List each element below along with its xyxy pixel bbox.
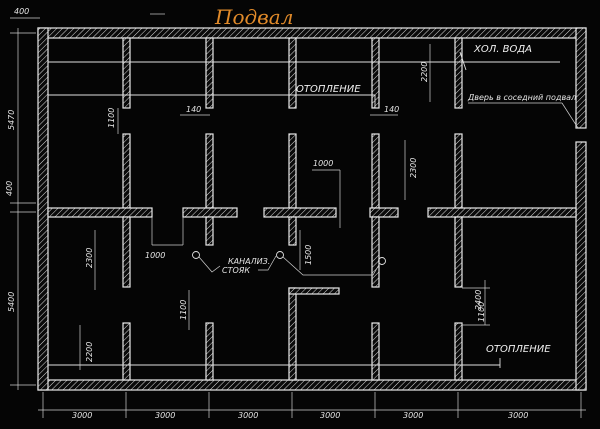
dim-bottom-3: 3000 — [238, 411, 258, 420]
interior-walls-bottom — [122, 216, 463, 381]
left-dimension-chain: 5470 400 5400 400 — [5, 7, 40, 390]
heating-pipe-top — [48, 61, 462, 108]
dim-2300-left: 2300 — [85, 248, 94, 268]
dim-2300-right: 2300 — [409, 158, 418, 178]
label-door-note: Дверь в соседний подвал — [467, 93, 576, 102]
dim-140-b: 140 — [384, 105, 399, 114]
dim-1100-low-mid: 1100 — [179, 300, 188, 320]
dim-bottom-4: 3000 — [320, 411, 340, 420]
dim-bottom-6: 3000 — [508, 411, 528, 420]
dim-140-a: 140 — [186, 105, 201, 114]
dim-1100-top: 1100 — [107, 108, 116, 128]
dim-bottom-2: 3000 — [155, 411, 175, 420]
heating-pipe-bottom — [48, 358, 501, 368]
dim-bottom-1: 3000 — [72, 411, 92, 420]
cold-water-pipe — [459, 51, 560, 71]
drawing-title: Подвал — [214, 5, 293, 29]
dim-2200-top: 2200 — [420, 62, 429, 82]
sewer-stack — [192, 251, 386, 276]
dim-top-left: 400 — [14, 7, 29, 16]
dim-left-mid: 400 — [5, 181, 14, 196]
dim-1500: 1500 — [304, 245, 313, 265]
label-heating-bottom: ОТОПЛЕНИЕ — [486, 344, 551, 355]
interior-walls-top — [122, 37, 463, 209]
inner-dimensions: 2200 1100 140 140 1000 2300 1000 2300 15… — [79, 44, 490, 370]
bottom-dimension-chain: 3000 3000 3000 3000 3000 3000 — [38, 392, 586, 420]
dim-left-upper: 5470 — [7, 110, 16, 130]
dim-1000-mid: 1000 — [313, 159, 333, 168]
label-sewer-1: КАНАЛИЗ. — [228, 257, 270, 266]
corridor-walls — [47, 207, 577, 218]
dim-2400: 2400 — [474, 290, 483, 310]
dim-2200-low: 2200 — [85, 342, 94, 362]
label-sewer-2: СТОЯК — [222, 266, 250, 275]
dim-bottom-5: 3000 — [403, 411, 423, 420]
label-heating-top: ОТОПЛЕНИЕ — [296, 84, 361, 95]
dim-1000-low: 1000 — [145, 251, 165, 260]
dim-left-lower: 5400 — [7, 292, 16, 312]
label-cold-water: ХОЛ. ВОДА — [473, 44, 532, 55]
dim-1100-low-right: 1100 — [477, 302, 486, 322]
